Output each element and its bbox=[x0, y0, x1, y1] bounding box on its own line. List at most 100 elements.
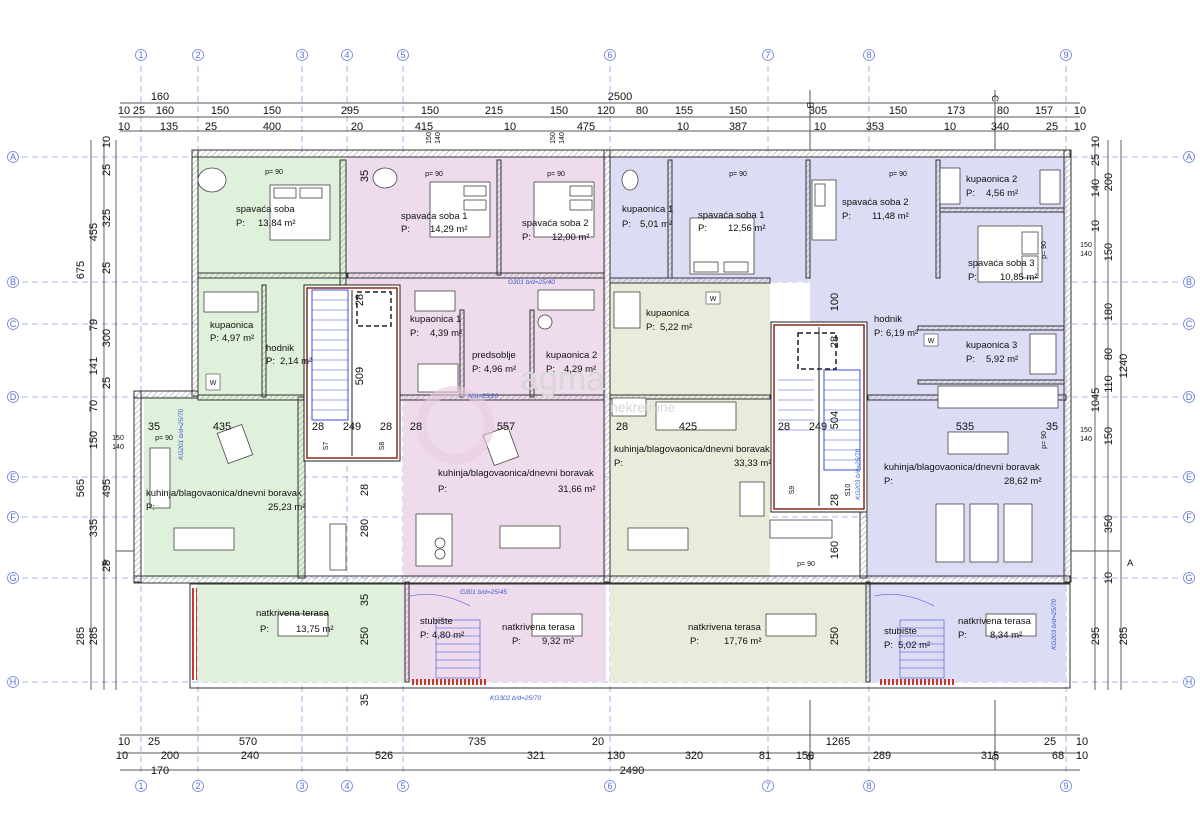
dim: 10 bbox=[1090, 136, 1102, 148]
grid-row-label: D bbox=[1186, 392, 1193, 402]
dim-small: 150 bbox=[1080, 427, 1092, 434]
exterior-stair-left bbox=[409, 594, 481, 679]
stair-label: S7 bbox=[323, 442, 330, 451]
dim: 25 bbox=[101, 377, 113, 389]
dim: 400 bbox=[263, 121, 281, 133]
dim: 10 bbox=[1076, 736, 1088, 748]
room-prefix: P: bbox=[842, 211, 851, 222]
dim: 25 bbox=[101, 164, 113, 176]
room-area: 9,32 m² bbox=[542, 636, 574, 647]
dim: 535 bbox=[956, 421, 974, 433]
grid-col-label: 9 bbox=[1063, 50, 1068, 60]
room-prefix: P: bbox=[260, 624, 269, 635]
room-area: 4,39 m² bbox=[430, 328, 462, 339]
room-prefix: P: bbox=[958, 630, 967, 641]
grid-col-label: 2 bbox=[195, 781, 200, 791]
door-height: p= 90 bbox=[797, 561, 815, 568]
room-area: 6,19 m² bbox=[886, 328, 918, 339]
terrace-railing-mid bbox=[410, 679, 486, 685]
dim: 475 bbox=[577, 121, 595, 133]
dim: 80 bbox=[636, 105, 648, 117]
grid-col-label: 4 bbox=[344, 781, 349, 791]
dim: 387 bbox=[729, 121, 747, 133]
dim: 28 bbox=[616, 421, 628, 433]
dim: 28 bbox=[410, 421, 422, 433]
door-height: p= 90 bbox=[1041, 241, 1048, 259]
dim: 285 bbox=[88, 627, 100, 645]
dim: 140 bbox=[1090, 179, 1102, 197]
room-prefix: P: bbox=[512, 636, 521, 647]
door-height: p= 90 bbox=[265, 169, 283, 176]
dim: 35 bbox=[359, 694, 371, 706]
dim: 10 bbox=[116, 750, 128, 762]
dim: 509 bbox=[354, 367, 366, 385]
room-name: kupaonica bbox=[210, 320, 254, 331]
dim: 321 bbox=[527, 750, 545, 762]
dim-small: 140 bbox=[559, 132, 566, 144]
dim: 25 bbox=[101, 560, 113, 572]
dim: 35 bbox=[148, 421, 160, 433]
room-name: stubište bbox=[420, 616, 453, 627]
dim: 20 bbox=[351, 121, 363, 133]
appliance-label: W bbox=[210, 380, 217, 387]
grid-row-label: H bbox=[1186, 677, 1193, 687]
room-prefix: P: bbox=[420, 630, 429, 641]
grid-col-label: 3 bbox=[299, 781, 304, 791]
grid-col-label: 4 bbox=[344, 50, 349, 60]
room-name: kupaonica 1 bbox=[410, 314, 461, 325]
dim: 28 bbox=[778, 421, 790, 433]
note: KG302 b/d=25/70 bbox=[490, 695, 542, 702]
dim: 10 bbox=[1103, 572, 1115, 584]
room-prefix: P: bbox=[884, 476, 893, 487]
grid-col-label: 1 bbox=[138, 781, 143, 791]
room-name: natkrivena terasa bbox=[958, 616, 1032, 627]
grid-row-label: F bbox=[1186, 512, 1192, 522]
dim: 79 bbox=[88, 319, 100, 331]
dim: 10 bbox=[101, 136, 113, 148]
dim-small: 150 bbox=[426, 132, 433, 144]
grid-row-label: E bbox=[10, 472, 16, 482]
room-name: kupaonica bbox=[646, 308, 690, 319]
room-name: spavaća soba 1 bbox=[401, 211, 468, 222]
dim: 249 bbox=[809, 421, 827, 433]
dim: 335 bbox=[88, 519, 100, 537]
room-name: kuhinja/blagovaonica/dnevni boravak bbox=[614, 444, 770, 455]
dim: 150 bbox=[1103, 243, 1115, 261]
dims-top: 2500 10 25 160 160 150 150 295 150 215 1… bbox=[118, 91, 1086, 133]
room-prefix: P: bbox=[438, 484, 447, 495]
dim: 35 bbox=[1046, 421, 1058, 433]
dim: 25 bbox=[101, 262, 113, 274]
dim: 240 bbox=[241, 750, 259, 762]
section-a-label: A bbox=[1127, 558, 1134, 569]
grid-col-label: 9 bbox=[1063, 781, 1068, 791]
room-prefix: P: bbox=[210, 333, 219, 344]
room-prefix: P: bbox=[966, 188, 975, 199]
dim: 155 bbox=[675, 105, 693, 117]
dim: 295 bbox=[341, 105, 359, 117]
dims-right: 10 25 200 140 10 150 150 140 180 1240 80… bbox=[1080, 136, 1130, 645]
structural-notes: KG201 b/d=25/70 G301 b/d=25/40 N/d=25/20… bbox=[178, 279, 1058, 702]
room-area: 14,29 m² bbox=[430, 224, 468, 235]
room-prefix: P: bbox=[546, 364, 555, 375]
dim: 250 bbox=[829, 627, 841, 645]
dim: 35 bbox=[359, 594, 371, 606]
room-prefix: P: bbox=[410, 328, 419, 339]
room-name: hodnik bbox=[266, 343, 294, 354]
section-marks: B B C C A A bbox=[102, 90, 1134, 770]
exterior-stair-right bbox=[873, 594, 945, 679]
dim: 565 bbox=[75, 479, 87, 497]
room-area: 12,56 m² bbox=[728, 223, 766, 234]
dim-small: 150 bbox=[1080, 242, 1092, 249]
grid-row-label: H bbox=[10, 677, 17, 687]
terrace-railing-right bbox=[878, 679, 954, 685]
dim: 215 bbox=[485, 105, 503, 117]
grid-row-labels: A B C D E F G H A B C D E F G H bbox=[9, 152, 1192, 687]
section-a-label: A bbox=[102, 558, 109, 569]
dim-small: 140 bbox=[1080, 251, 1092, 258]
room-name: kupaonica 1 bbox=[622, 204, 673, 215]
dim: 25 bbox=[133, 105, 145, 117]
dim: 28 bbox=[312, 421, 324, 433]
dim: 435 bbox=[213, 421, 231, 433]
room-name: spavaća soba 3 bbox=[968, 258, 1035, 269]
room-area: 11,48 m² bbox=[872, 211, 909, 222]
